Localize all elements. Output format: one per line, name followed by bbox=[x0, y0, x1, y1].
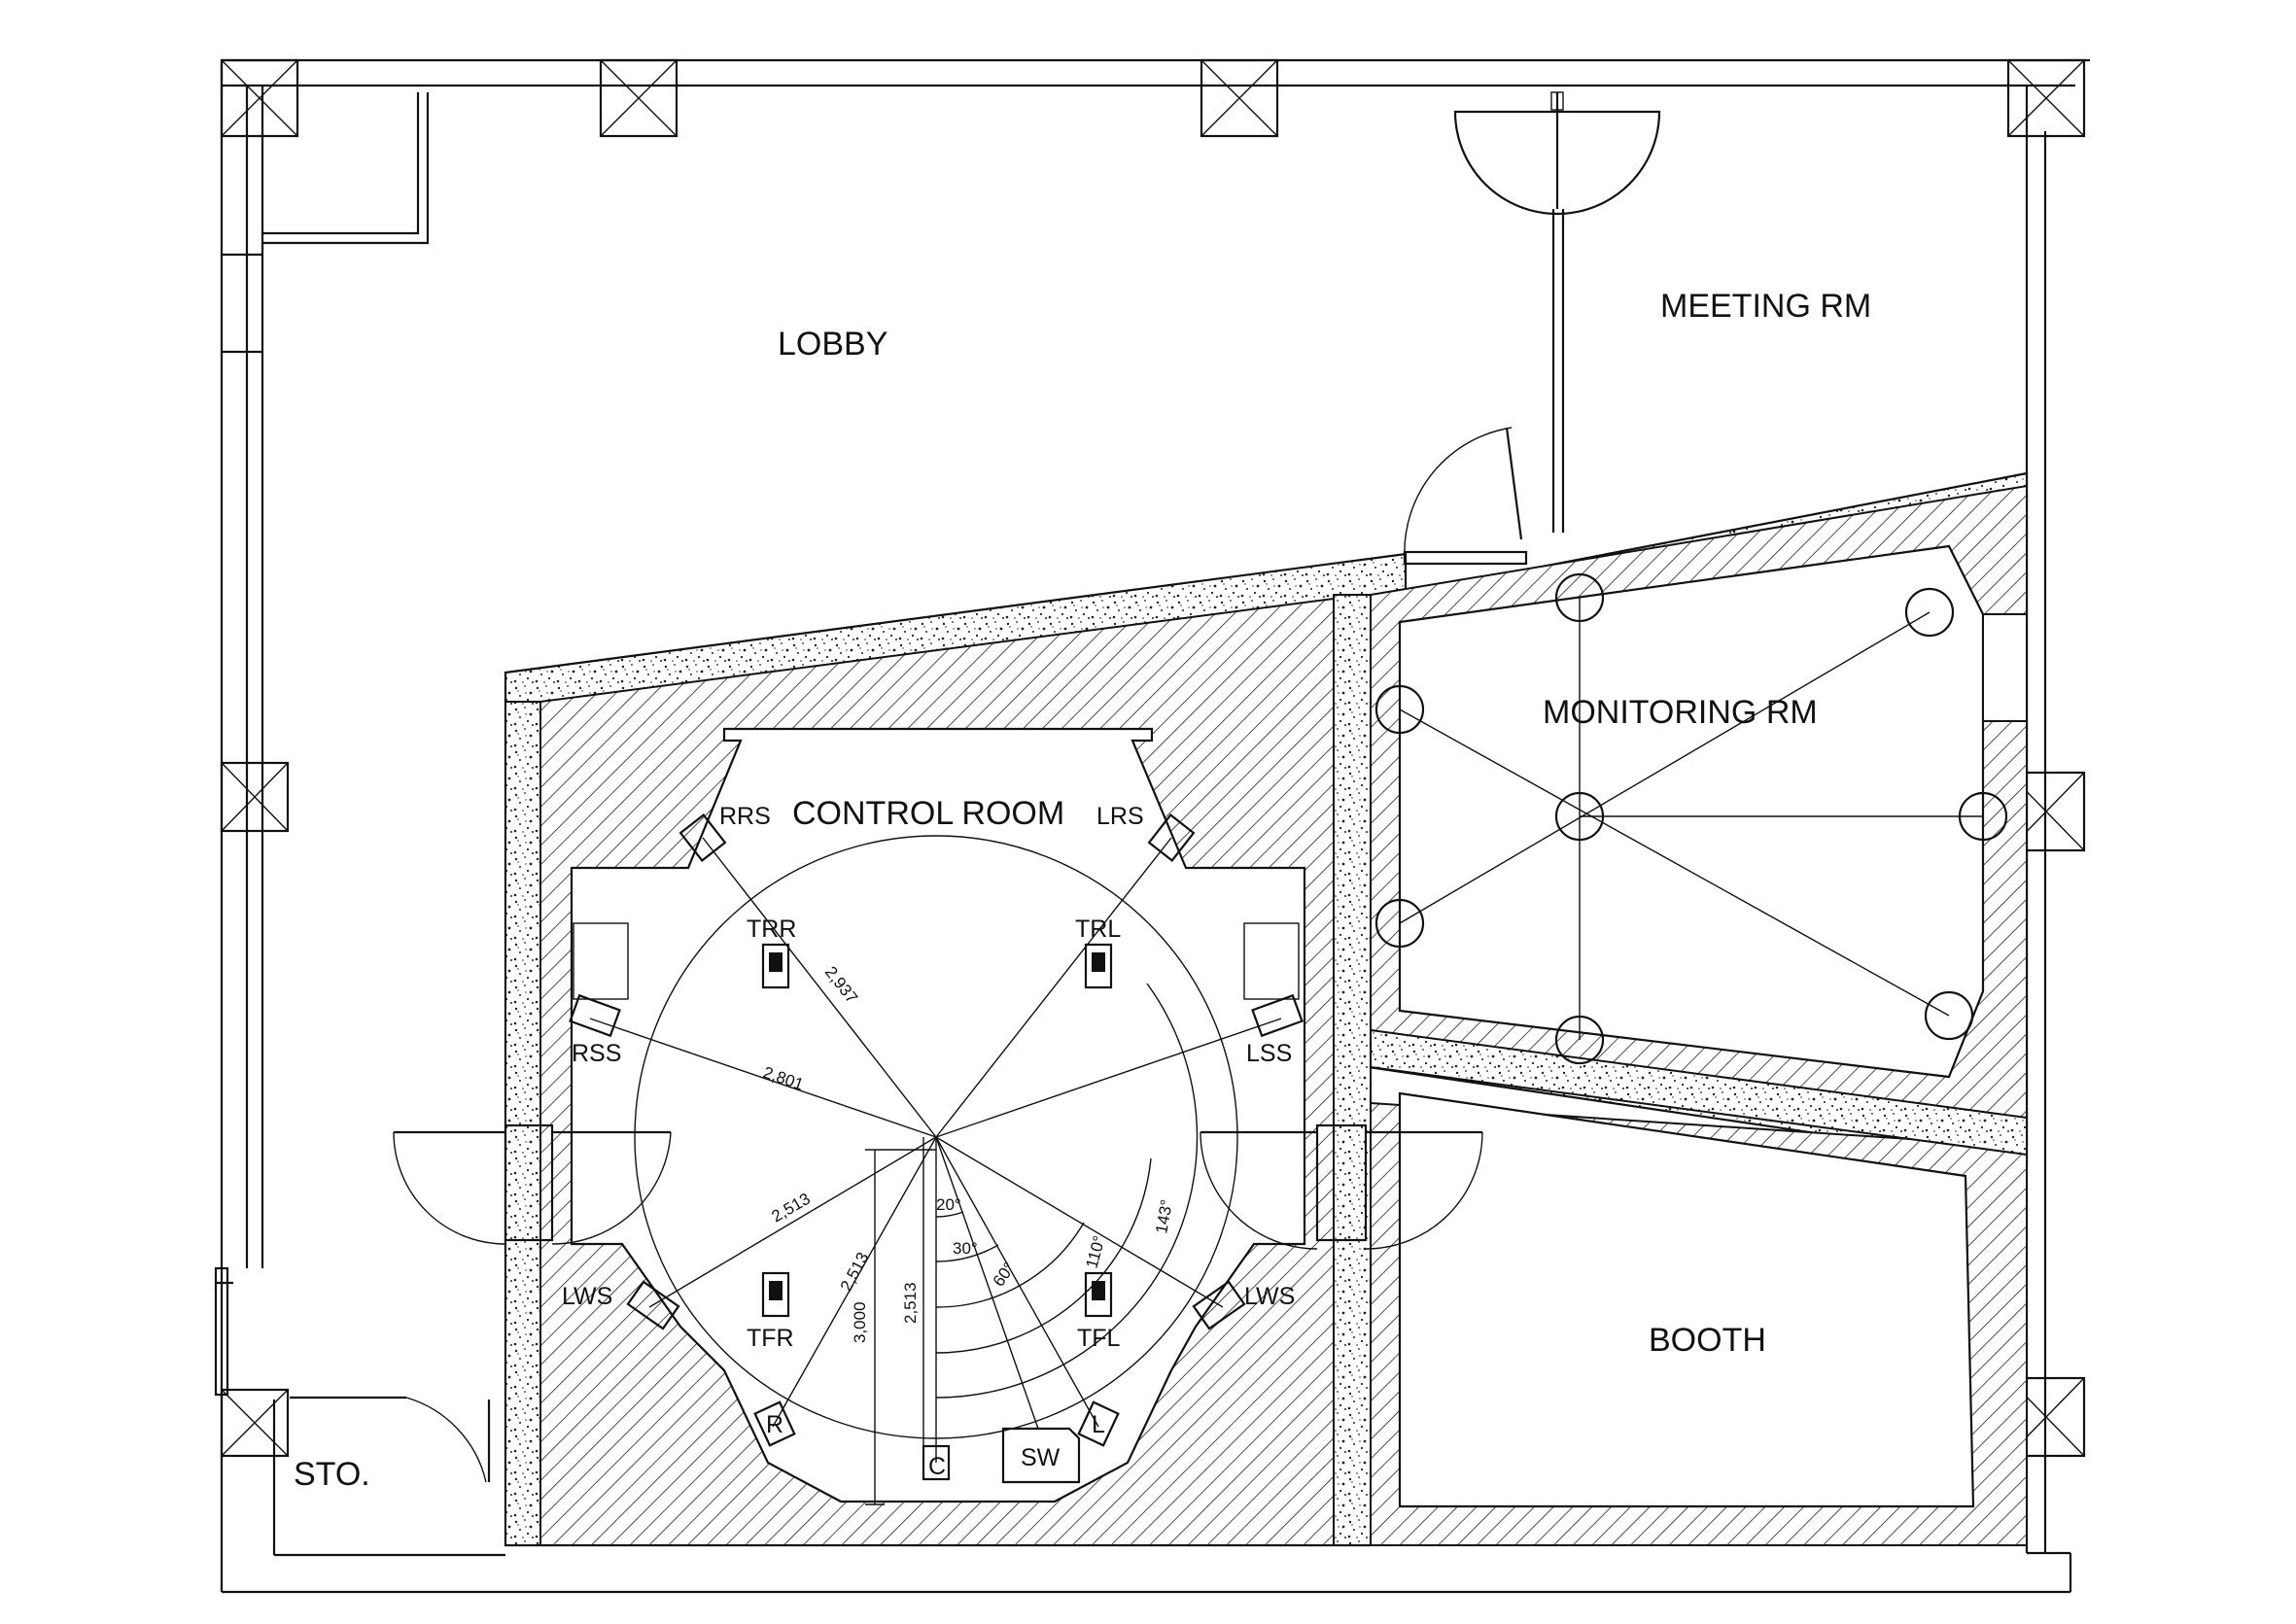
speaker-c bbox=[922, 1444, 951, 1481]
listening-geometry bbox=[589, 835, 1282, 1505]
speaker-tfl bbox=[1084, 1271, 1113, 1318]
speaker-label-tfr: TFR bbox=[747, 1325, 794, 1352]
speaker-label-trl: TRL bbox=[1075, 916, 1121, 943]
speaker-label-lss: LSS bbox=[1246, 1040, 1292, 1067]
speaker-label-trr: TRR bbox=[747, 916, 796, 943]
speaker-label-lrs: LRS bbox=[1096, 803, 1144, 830]
door-control-left bbox=[393, 1123, 672, 1245]
speaker-trr bbox=[761, 943, 790, 989]
speaker-lws-right bbox=[1192, 1280, 1246, 1330]
monitoring-room-floor bbox=[1374, 544, 2028, 1079]
speaker-trl bbox=[1084, 943, 1113, 989]
exterior-walls bbox=[220, 58, 2090, 1594]
speaker-r bbox=[753, 1400, 796, 1447]
room-label-control: CONTROL ROOM bbox=[792, 795, 1064, 832]
speaker-rss bbox=[569, 993, 621, 1038]
room-label-lobby: LOBBY bbox=[778, 326, 887, 363]
door-monitoring-entry bbox=[1403, 427, 1528, 566]
speaker-label-sw: SW bbox=[1021, 1444, 1061, 1471]
control-room-floor bbox=[570, 727, 1306, 1503]
speaker-label-rrs: RRS bbox=[719, 803, 771, 830]
speaker-label-r: R bbox=[766, 1411, 783, 1438]
speaker-label-tfl: TFL bbox=[1077, 1325, 1121, 1352]
speaker-label-lws-left: LWS bbox=[562, 1283, 612, 1310]
speaker-label-rss: RSS bbox=[572, 1040, 621, 1067]
meeting-partition bbox=[1453, 91, 1661, 533]
partition-strips bbox=[504, 594, 2028, 1546]
speaker-label-c: C bbox=[928, 1453, 946, 1480]
speaker-lws-left bbox=[626, 1280, 680, 1330]
angle-label-30: 30° bbox=[953, 1239, 978, 1258]
angle-label-20: 20° bbox=[936, 1195, 961, 1214]
door-storage bbox=[290, 1396, 491, 1483]
speaker-label-lws-right: LWS bbox=[1244, 1283, 1295, 1310]
room-label-storage: STO. bbox=[294, 1456, 370, 1493]
speaker-lss bbox=[1251, 993, 1304, 1038]
dim-label-2513-c: 2,513 bbox=[901, 1282, 920, 1324]
subwoofer bbox=[1001, 1427, 1081, 1484]
booth-floor bbox=[1398, 1091, 1975, 1508]
room-label-booth: BOOTH bbox=[1649, 1322, 1766, 1359]
speaker-label-l: L bbox=[1092, 1411, 1105, 1438]
room-label-meeting: MEETING RM bbox=[1660, 288, 1871, 325]
door-lobby-side bbox=[214, 1266, 233, 1397]
room-label-monitoring: MONITORING RM bbox=[1543, 694, 1818, 731]
dim-label-3000: 3,000 bbox=[851, 1301, 869, 1343]
speaker-tfr bbox=[761, 1271, 790, 1318]
speaker-l bbox=[1077, 1400, 1120, 1447]
speaker-rrs bbox=[678, 813, 727, 862]
door-control-right bbox=[1200, 1123, 1483, 1250]
speaker-lrs bbox=[1147, 813, 1196, 862]
